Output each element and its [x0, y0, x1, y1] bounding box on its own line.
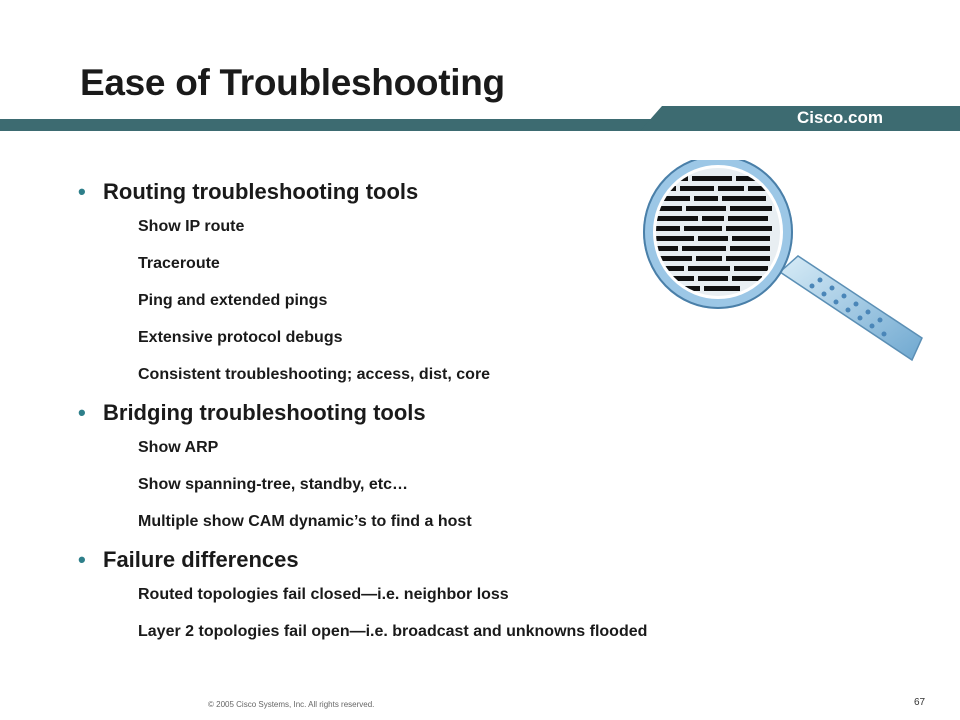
sub-item: Multiple show CAM dynamic’s to find a ho…: [138, 513, 472, 530]
bullet-group-routing: • Routing troubleshooting tools Show IP …: [78, 176, 838, 393]
sub-item: Routed topologies fail closed—i.e. neigh…: [138, 586, 509, 603]
sub-item: Layer 2 topologies fail open—i.e. broadc…: [138, 623, 648, 640]
bullet-dot-icon: •: [78, 400, 86, 425]
sub-item: Show spanning-tree, standby, etc…: [138, 476, 408, 493]
sub-item: Extensive protocol debugs: [138, 329, 343, 346]
bullet-label: Failure differences: [103, 547, 299, 572]
bullet-label: Routing troubleshooting tools: [103, 179, 419, 204]
bullet-dot-icon: •: [78, 179, 86, 204]
bullet-group-bridging: • Bridging troubleshooting tools Show AR…: [78, 397, 838, 540]
sub-item: Show IP route: [138, 218, 245, 235]
magnifying-glass-icon: [643, 160, 923, 362]
bullet-dot-icon: •: [78, 547, 86, 572]
bullet-group-failure: • Failure differences Routed topologies …: [78, 544, 838, 650]
page-number: 67: [914, 697, 926, 708]
sub-item: Consistent troubleshooting; access, dist…: [138, 366, 491, 383]
copyright-footer: © 2005 Cisco Systems, Inc. All rights re…: [208, 700, 375, 709]
bullet-label: Bridging troubleshooting tools: [103, 400, 426, 425]
slide-title: Ease of Troubleshooting: [80, 62, 505, 103]
bullet-list: • Routing troubleshooting tools Show IP …: [78, 176, 838, 654]
header-band: [0, 106, 960, 131]
sub-item: Ping and extended pings: [138, 292, 328, 309]
bullet-item: • Failure differences: [78, 544, 838, 576]
bullet-item: • Bridging troubleshooting tools: [78, 397, 838, 429]
sub-item: Traceroute: [138, 255, 220, 272]
cisco-brand: Cisco.com: [797, 108, 883, 127]
sub-item: Show ARP: [138, 439, 219, 456]
bullet-item: • Routing troubleshooting tools: [78, 176, 838, 208]
